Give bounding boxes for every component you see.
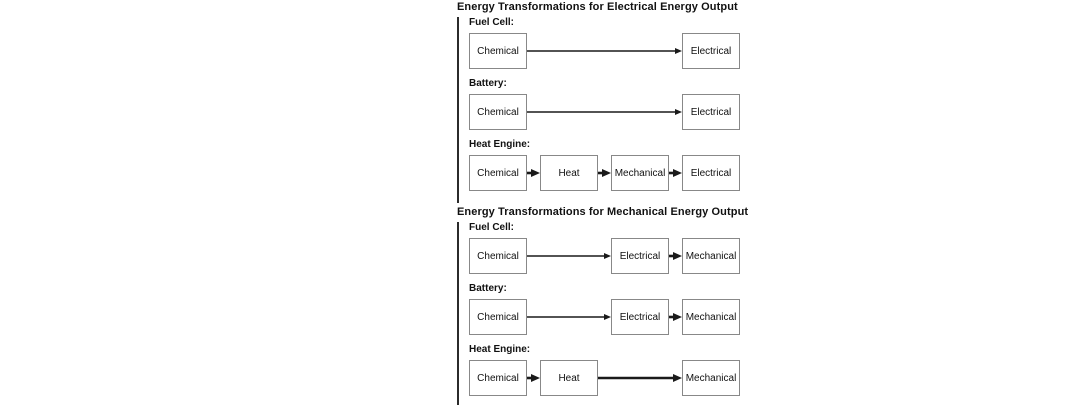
energy-node: Electrical bbox=[611, 238, 669, 274]
flow-arrow bbox=[527, 250, 611, 262]
energy-node: Mechanical bbox=[611, 155, 669, 191]
energy-node: Heat bbox=[540, 155, 598, 191]
flow-arrow bbox=[598, 372, 682, 384]
energy-node: Heat bbox=[540, 360, 598, 396]
energy-node: Electrical bbox=[682, 94, 740, 130]
energy-node: Chemical bbox=[469, 155, 527, 191]
row-label: Battery: bbox=[469, 283, 507, 294]
flow-arrow bbox=[527, 372, 540, 384]
energy-node: Chemical bbox=[469, 360, 527, 396]
energy-node: Electrical bbox=[682, 155, 740, 191]
flow-arrow bbox=[669, 250, 682, 262]
energy-node: Chemical bbox=[469, 33, 527, 69]
energy-node: Electrical bbox=[611, 299, 669, 335]
flow-diagram: Chemical Electrical Mechanical bbox=[469, 238, 759, 276]
flow-diagram: Chemical Electrical bbox=[469, 94, 759, 132]
flow-arrow bbox=[527, 45, 682, 57]
energy-node: Mechanical bbox=[682, 360, 740, 396]
flow-diagram: Chemical Heat Mechanical bbox=[469, 360, 759, 398]
flow-arrow bbox=[669, 311, 682, 323]
energy-node: Mechanical bbox=[682, 238, 740, 274]
flow-arrow bbox=[669, 167, 682, 179]
flow-diagram: Chemical Heat Mechanical Electrical bbox=[469, 155, 759, 193]
section-title: Energy Transformations for Mechanical En… bbox=[457, 206, 749, 218]
flow-diagram: Chemical Electrical Mechanical bbox=[469, 299, 759, 337]
row-label: Fuel Cell: bbox=[469, 222, 515, 233]
energy-node: Chemical bbox=[469, 94, 527, 130]
flow-arrow bbox=[527, 311, 611, 323]
energy-node: Electrical bbox=[682, 33, 740, 69]
flow-arrow bbox=[527, 106, 682, 118]
flow-diagram: Chemical Electrical bbox=[469, 33, 759, 71]
row-label: Heat Engine: bbox=[469, 139, 531, 150]
energy-node: Mechanical bbox=[682, 299, 740, 335]
energy-node: Chemical bbox=[469, 299, 527, 335]
section-title: Energy Transformations for Electrical En… bbox=[457, 1, 738, 13]
flow-arrow bbox=[527, 167, 540, 179]
energy-node: Chemical bbox=[469, 238, 527, 274]
row-label: Battery: bbox=[469, 78, 507, 89]
flow-arrow bbox=[598, 167, 611, 179]
row-label: Heat Engine: bbox=[469, 344, 531, 355]
row-label: Fuel Cell: bbox=[469, 17, 515, 28]
